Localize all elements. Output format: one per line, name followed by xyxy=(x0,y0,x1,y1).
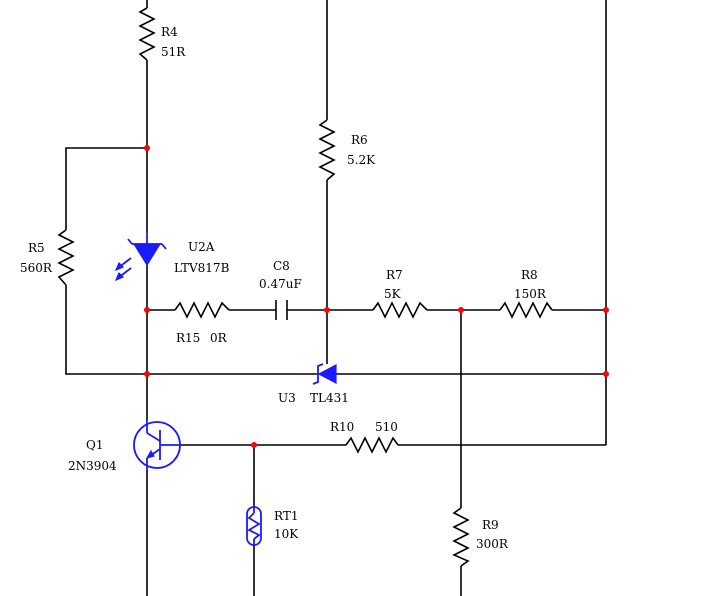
capacitor-c8 xyxy=(275,300,288,320)
label-u2a-ref: U2A xyxy=(188,240,215,254)
label-r5-ref: R5 xyxy=(28,241,45,255)
label-r6-value: 5.2K xyxy=(347,153,376,167)
label-u2a-value: LTV817B xyxy=(174,261,230,275)
resistor-r15 xyxy=(174,301,230,319)
optocoupler-u2a-led xyxy=(114,233,167,282)
junction-dot xyxy=(144,371,150,377)
label-u3-ref: U3 xyxy=(278,391,296,405)
label-r4-ref: R4 xyxy=(161,25,178,39)
shunt-regulator-u3 xyxy=(312,363,337,385)
label-r10-ref: R10 xyxy=(330,420,354,434)
resistor-r7 xyxy=(372,301,428,319)
light-emission-arrows xyxy=(114,257,132,282)
resistor-r4 xyxy=(138,7,156,61)
resistor-r6 xyxy=(318,119,336,181)
label-r6-ref: R6 xyxy=(351,133,368,147)
label-q1-ref: Q1 xyxy=(86,438,103,452)
junction-dot xyxy=(458,307,464,313)
junction-dot xyxy=(603,371,609,377)
label-r4-value: 51R xyxy=(161,45,186,59)
label-r8-ref: R8 xyxy=(521,268,538,282)
label-r9-ref: R9 xyxy=(482,518,499,532)
resistor-r9 xyxy=(452,507,470,567)
junction-dot xyxy=(144,145,150,151)
label-c8-ref: C8 xyxy=(273,259,290,273)
label-r7-ref: R7 xyxy=(386,268,403,282)
label-u3-value: TL431 xyxy=(310,391,349,405)
junction-dot xyxy=(603,307,609,313)
component-labels: R4 51R R5 560R R6 5.2K U2A LTV817B C8 0.… xyxy=(20,25,547,551)
junction-dot xyxy=(251,442,257,448)
resistor-r8 xyxy=(499,301,553,319)
resistor-r5 xyxy=(57,229,75,286)
resistor-r10 xyxy=(345,436,399,454)
label-r7-value: 5K xyxy=(384,287,402,301)
label-rt1-ref: RT1 xyxy=(274,509,298,523)
label-q1-value: 2N3904 xyxy=(68,459,117,473)
label-r15-value: 0R xyxy=(210,331,228,345)
thermistor-rt1 xyxy=(246,506,262,546)
wire-r5-bottom xyxy=(65,285,147,375)
label-r8-value: 150R xyxy=(514,287,547,301)
label-r5-value: 560R xyxy=(20,261,53,275)
label-rt1-value: 10K xyxy=(274,527,299,541)
label-r15-ref: R15 xyxy=(176,331,200,345)
junction-dot xyxy=(144,307,150,313)
wire-r5-top xyxy=(65,147,147,230)
junction-dots xyxy=(144,145,609,448)
transistor-q1 xyxy=(133,420,181,470)
label-r10-value: 510 xyxy=(375,420,398,434)
label-c8-value: 0.47uF xyxy=(259,277,302,291)
junction-dot xyxy=(324,307,330,313)
label-r9-value: 300R xyxy=(476,537,509,551)
